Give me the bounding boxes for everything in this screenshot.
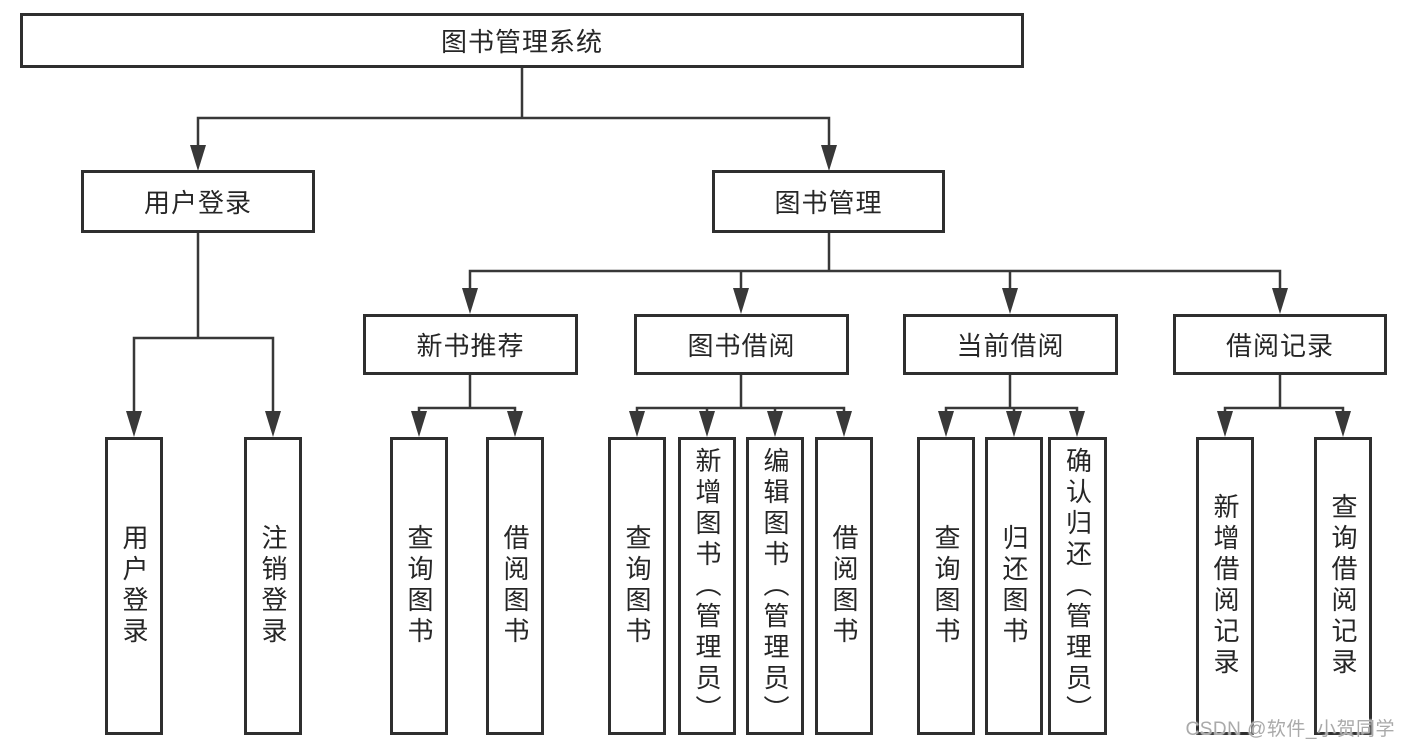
- node-label: 图书借阅: [687, 331, 796, 361]
- leaf-edit-book-admin: 编辑图书（管理员）: [746, 437, 804, 735]
- arrow-down-icon: [1272, 288, 1288, 314]
- arrow-down-icon: [1335, 411, 1351, 437]
- node-label: 新书推荐: [416, 331, 525, 361]
- node-borrowing-records: 借阅记录: [1173, 314, 1387, 375]
- leaf-label: 查询图书: [404, 524, 434, 648]
- node-new-book-recommend: 新书推荐: [363, 314, 578, 375]
- leaf-label: 确认归还（管理员）: [1062, 446, 1093, 726]
- leaf-label: 借阅图书: [500, 524, 530, 648]
- arrow-down-icon: [462, 288, 478, 314]
- arrow-down-icon: [821, 145, 837, 171]
- arrow-down-icon: [190, 145, 206, 171]
- arrow-down-icon: [126, 411, 142, 437]
- node-current-borrowing: 当前借阅: [903, 314, 1118, 375]
- node-user-login: 用户登录: [81, 170, 315, 233]
- node-book-management: 图书管理: [712, 170, 945, 233]
- leaf-label: 新增借阅记录: [1210, 493, 1240, 679]
- arrow-down-icon: [699, 411, 715, 437]
- leaf-query-books-current: 查询图书: [917, 437, 975, 735]
- arrow-down-icon: [1217, 411, 1233, 437]
- leaf-label: 新增图书（管理员）: [692, 446, 722, 726]
- node-label: 用户登录: [143, 188, 252, 218]
- leaf-user-login: 用户登录: [105, 437, 163, 735]
- leaf-query-books-recommend: 查询图书: [390, 437, 448, 735]
- arrow-down-icon: [836, 411, 852, 437]
- arrow-down-icon: [629, 411, 645, 437]
- node-label: 借阅记录: [1225, 331, 1334, 361]
- arrow-down-icon: [507, 411, 523, 437]
- arrow-down-icon: [265, 411, 281, 437]
- leaf-label: 查询借阅记录: [1328, 493, 1358, 679]
- leaf-logout: 注销登录: [244, 437, 302, 735]
- leaf-label: 编辑图书（管理员）: [760, 446, 790, 726]
- arrow-down-icon: [1069, 411, 1085, 437]
- leaf-label: 归还图书: [999, 524, 1029, 648]
- leaf-query-borrow-record: 查询借阅记录: [1314, 437, 1372, 735]
- leaf-label: 借阅图书: [829, 524, 859, 648]
- leaf-label: 注销登录: [258, 524, 288, 648]
- arrow-down-icon: [938, 411, 954, 437]
- arrow-down-icon: [411, 411, 427, 437]
- leaf-confirm-return-admin: 确认归还（管理员）: [1048, 437, 1107, 735]
- leaf-return-book: 归还图书: [985, 437, 1043, 735]
- node-book-borrowing: 图书借阅: [634, 314, 849, 375]
- node-library-system: 图书管理系统: [20, 13, 1024, 68]
- leaf-query-books-borrowing: 查询图书: [608, 437, 666, 735]
- leaf-borrow-books-borrowing: 借阅图书: [815, 437, 873, 735]
- leaf-label: 查询图书: [931, 524, 961, 648]
- node-label: 图书管理系统: [440, 27, 603, 57]
- node-label: 当前借阅: [956, 331, 1065, 361]
- csdn-watermark: CSDN @软件_小贺同学: [1185, 719, 1395, 740]
- leaf-borrow-books-recommend: 借阅图书: [486, 437, 544, 735]
- arrow-down-icon: [1006, 411, 1022, 437]
- arrowheads: [126, 145, 1351, 437]
- arrow-down-icon: [733, 288, 749, 314]
- leaf-label: 查询图书: [622, 524, 652, 648]
- leaf-label: 用户登录: [119, 524, 149, 648]
- leaf-add-book-admin: 新增图书（管理员）: [678, 437, 736, 735]
- node-label: 图书管理: [774, 188, 883, 218]
- leaf-add-borrow-record: 新增借阅记录: [1196, 437, 1254, 735]
- arrow-down-icon: [767, 411, 783, 437]
- arrow-down-icon: [1002, 288, 1018, 314]
